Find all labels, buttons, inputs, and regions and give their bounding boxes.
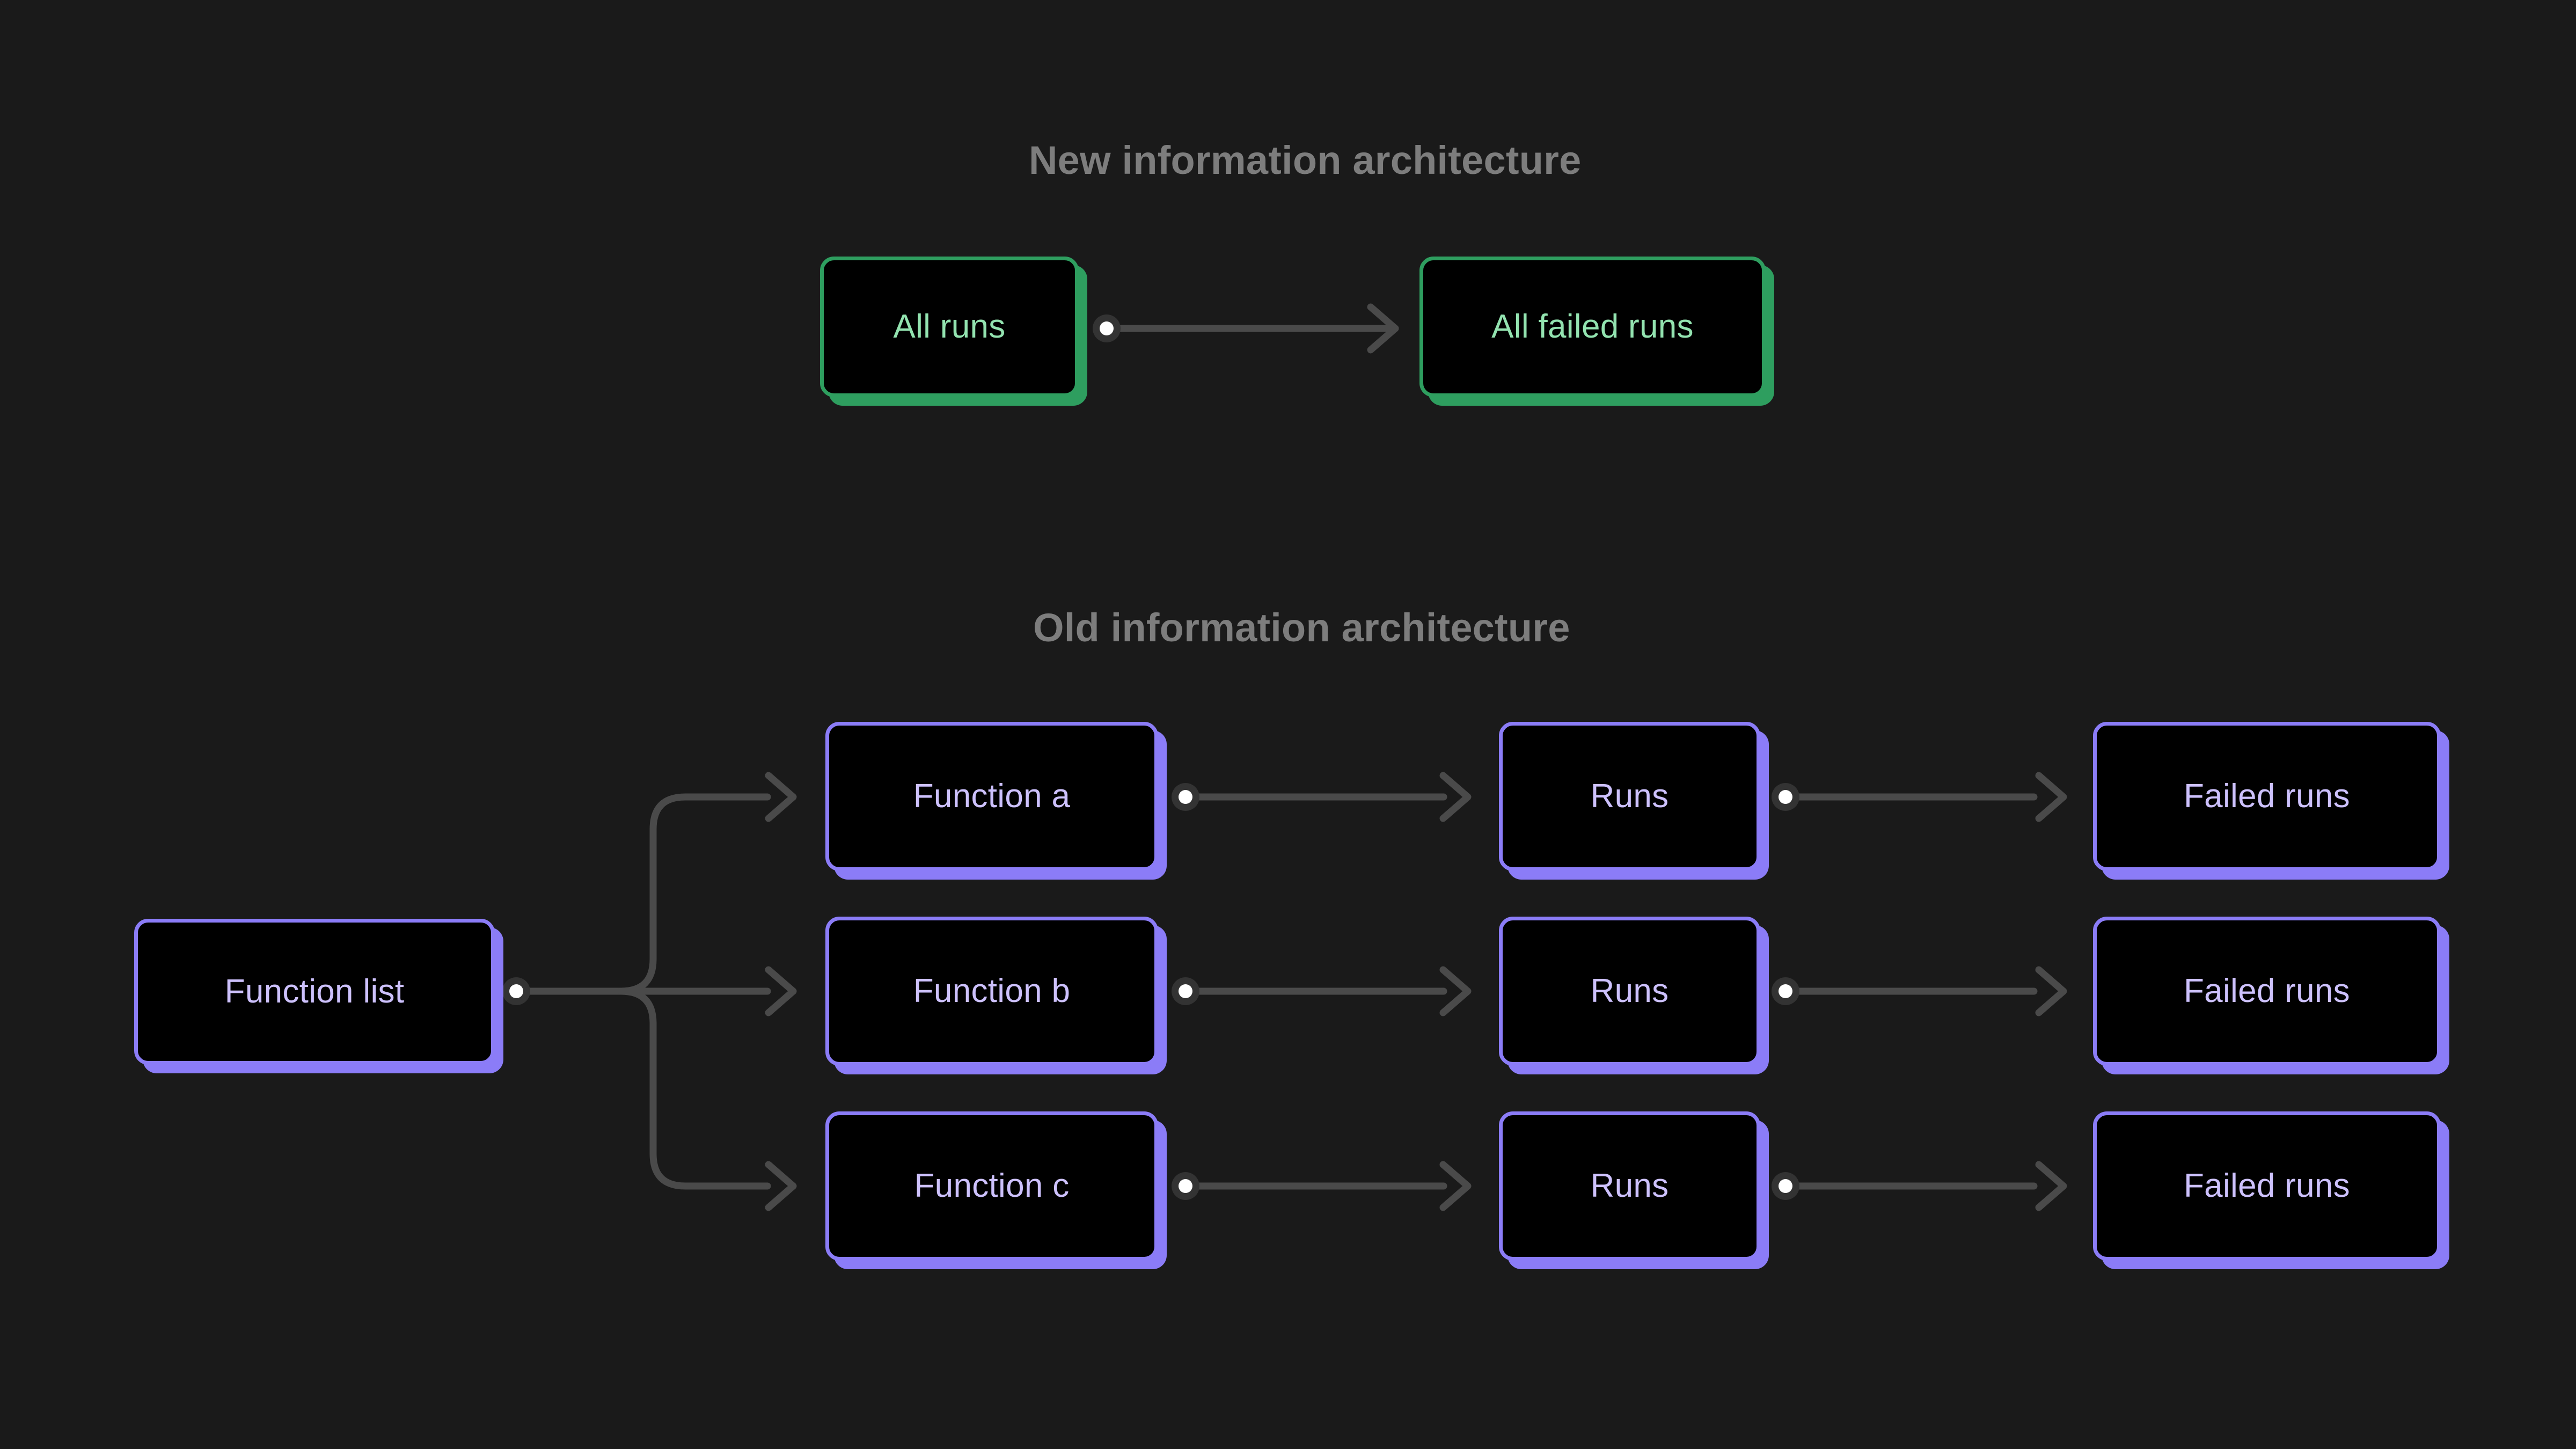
node-runs-c[interactable]: Runs [1499, 1111, 1760, 1261]
node-failed-runs-b-label: Failed runs [2183, 972, 2350, 1009]
node-all-runs-label: All runs [893, 308, 1006, 345]
node-function-b-label: Function b [913, 972, 1071, 1009]
edge-function-list-branch [502, 775, 793, 1208]
node-runs-c-label: Runs [1590, 1167, 1669, 1204]
edge-runs-b-to-failed-runs-b [1772, 970, 2063, 1013]
edge-all-runs-to-all-failed-runs [1093, 307, 1399, 350]
node-runs-b-label: Runs [1590, 972, 1669, 1009]
edge-function-c-to-runs-c [1172, 1165, 1468, 1208]
node-failed-runs-b[interactable]: Failed runs [2093, 917, 2441, 1066]
edge-runs-c-to-failed-runs-c [1772, 1165, 2063, 1208]
section-title-old: Old information architecture [1033, 605, 1570, 650]
node-failed-runs-c-label: Failed runs [2183, 1167, 2350, 1204]
edge-function-a-to-runs-a [1172, 775, 1468, 818]
node-function-c[interactable]: Function c [825, 1111, 1158, 1261]
node-failed-runs-a[interactable]: Failed runs [2093, 722, 2441, 871]
node-function-a-label: Function a [913, 777, 1071, 815]
node-all-runs[interactable]: All runs [820, 257, 1079, 397]
edge-runs-a-to-failed-runs-a [1772, 775, 2063, 818]
node-runs-a-label: Runs [1590, 777, 1669, 815]
node-runs-a[interactable]: Runs [1499, 722, 1760, 871]
node-failed-runs-c[interactable]: Failed runs [2093, 1111, 2441, 1261]
node-failed-runs-a-label: Failed runs [2183, 777, 2350, 815]
section-title-new: New information architecture [1029, 138, 1582, 182]
node-function-b[interactable]: Function b [825, 917, 1158, 1066]
node-all-failed-runs[interactable]: All failed runs [1419, 257, 1766, 397]
node-function-a[interactable]: Function a [825, 722, 1158, 871]
edge-function-b-to-runs-b [1172, 970, 1468, 1013]
node-function-list[interactable]: Function list [134, 919, 495, 1065]
node-all-failed-runs-label: All failed runs [1491, 308, 1694, 345]
node-function-list-label: Function list [224, 972, 405, 1010]
node-runs-b[interactable]: Runs [1499, 917, 1760, 1066]
node-function-c-label: Function c [914, 1167, 1070, 1204]
